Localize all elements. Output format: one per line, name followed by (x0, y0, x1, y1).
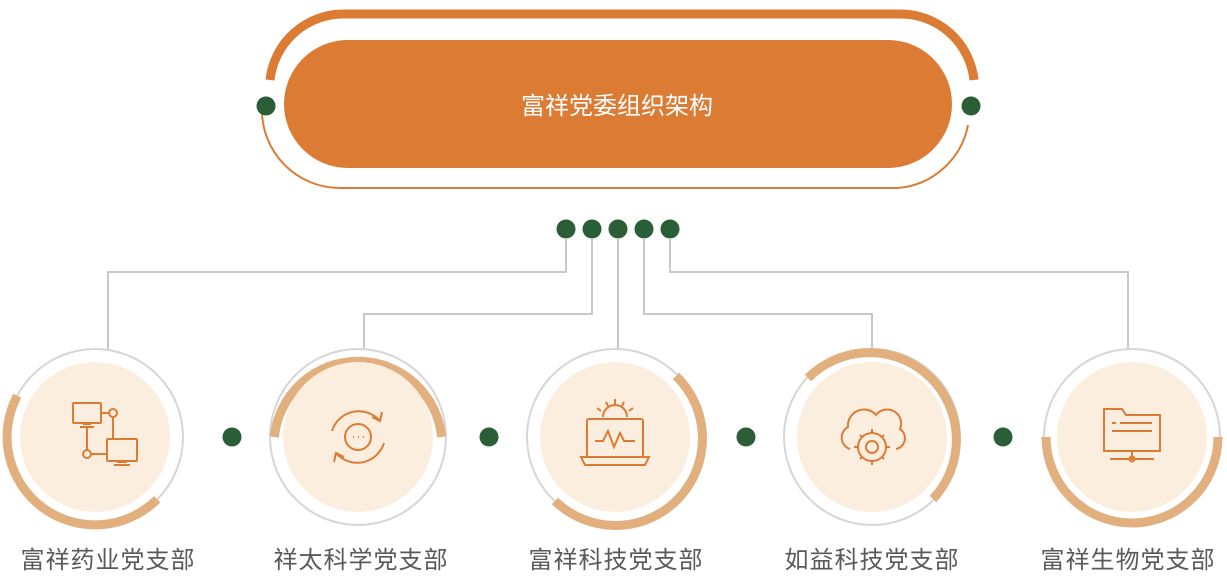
branch-label-3: 富祥科技党支部 (528, 546, 704, 574)
header-outer-arc-bottom (260, 107, 969, 189)
connector-line-2 (363, 238, 593, 350)
connector-lines (107, 238, 1129, 350)
separator-dot (993, 427, 1013, 447)
connector-dot (608, 219, 628, 239)
header-dot-right (961, 96, 981, 116)
node-ring-arc (804, 348, 961, 503)
branch-node-5 (1041, 348, 1223, 528)
connector-dot (660, 219, 680, 239)
header-group: 富祥党委组织架构 (256, 9, 981, 189)
branch-label-2: 祥太科学党支部 (273, 546, 449, 574)
separator-dot (222, 427, 242, 447)
org-title: 富祥党委组织架构 (521, 92, 713, 120)
connector-line-5 (669, 238, 1129, 350)
laptop-gear-monitor-icon (579, 399, 651, 466)
server-folder-icon (1103, 408, 1161, 463)
node-inner-circle (797, 362, 947, 512)
branch-node-3 (526, 348, 707, 530)
branch-label-1: 富祥药业党支部 (20, 546, 196, 574)
header-dot-left (256, 96, 276, 116)
network-computers-icon (72, 402, 138, 466)
node-ring-arc (2, 393, 161, 530)
separator-dot (479, 427, 499, 447)
connector-dot (634, 219, 654, 239)
connector-line-1 (107, 238, 567, 350)
branch-label-4: 如益科技党支部 (784, 546, 960, 574)
branch-node-1 (2, 348, 184, 530)
node-separator-dots (222, 427, 1013, 447)
node-ring-arc (1041, 436, 1223, 528)
header-outer-arc-top (265, 9, 979, 81)
node-inner-circle (20, 362, 170, 512)
connector-dot (582, 219, 602, 239)
refresh-cycle-icon (331, 410, 385, 464)
node-ring-arc (269, 356, 447, 438)
node-inner-circle (1057, 362, 1207, 512)
connector-line-4 (643, 238, 873, 350)
node-inner-circle (540, 362, 690, 512)
branch-node-2 (269, 348, 447, 526)
branch-label-5: 富祥生物党支部 (1040, 546, 1216, 574)
header-pill (284, 40, 952, 168)
branch-node-4 (783, 348, 961, 526)
connector-dot (556, 219, 576, 239)
cloud-gear-icon (840, 408, 906, 465)
separator-dot (736, 427, 756, 447)
node-ring-arc (551, 372, 707, 530)
connector-dots (556, 219, 680, 239)
